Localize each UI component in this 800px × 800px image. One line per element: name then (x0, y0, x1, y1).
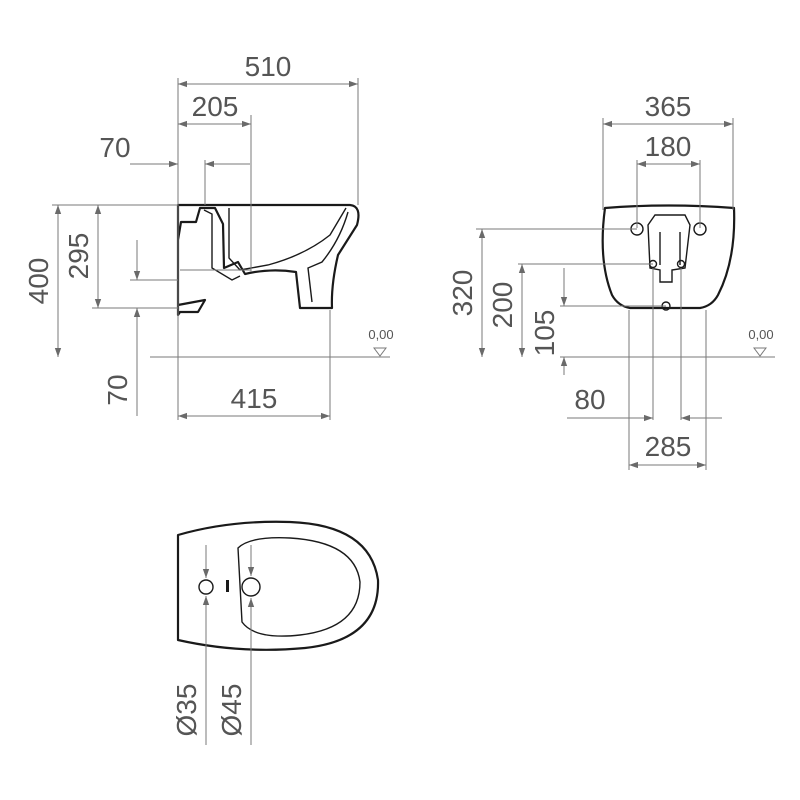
top-hole-large (241, 577, 261, 597)
side-level-triangle (373, 347, 387, 357)
dim-side-width-floor: 415 (231, 383, 278, 414)
dim-front-height-bolts: 320 (447, 270, 478, 317)
dim-side-height-outlet: 295 (63, 233, 94, 280)
dim-side-width-total: 510 (245, 51, 292, 82)
side-view-front-line (307, 211, 349, 303)
dim-front-width-total: 365 (645, 91, 692, 122)
top-view-outline (176, 520, 380, 651)
side-view-outline (176, 203, 360, 317)
side-view-rear-line (203, 209, 241, 281)
dim-front-height-inlet: 200 (487, 282, 518, 329)
top-view: Ø35 Ø45 (171, 520, 380, 745)
top-overflow-slot (226, 580, 229, 592)
dim-front-bolt-spacing: 180 (645, 131, 692, 162)
front-view-outline (601, 204, 736, 310)
dim-side-height-total: 400 (23, 258, 54, 305)
front-view-bracket (647, 214, 691, 283)
side-level-label: 0,00 (368, 327, 393, 342)
front-level-triangle (753, 347, 767, 357)
dim-front-floor-width: 285 (645, 431, 692, 462)
front-inlet-right (676, 259, 686, 269)
dim-top-hole-small: Ø35 (171, 684, 202, 737)
dim-side-floor-offset: 70 (102, 374, 133, 405)
dim-top-hole-large: Ø45 (216, 684, 247, 737)
dim-front-height-outlet: 105 (529, 310, 560, 357)
top-view-bowl-rim (237, 537, 361, 637)
dim-side-width-top-hole: 205 (192, 91, 239, 122)
side-view-bowl-line (228, 207, 347, 271)
front-level-label: 0,00 (748, 327, 773, 342)
dim-side-offset-left: 70 (99, 132, 130, 163)
side-view: 510 205 70 400 295 70 415 0,00 (23, 51, 394, 420)
dim-front-outlet-offset: 80 (574, 384, 605, 415)
front-view: 365 180 320 200 105 80 285 0,00 (447, 91, 775, 470)
top-hole-small (198, 579, 214, 595)
